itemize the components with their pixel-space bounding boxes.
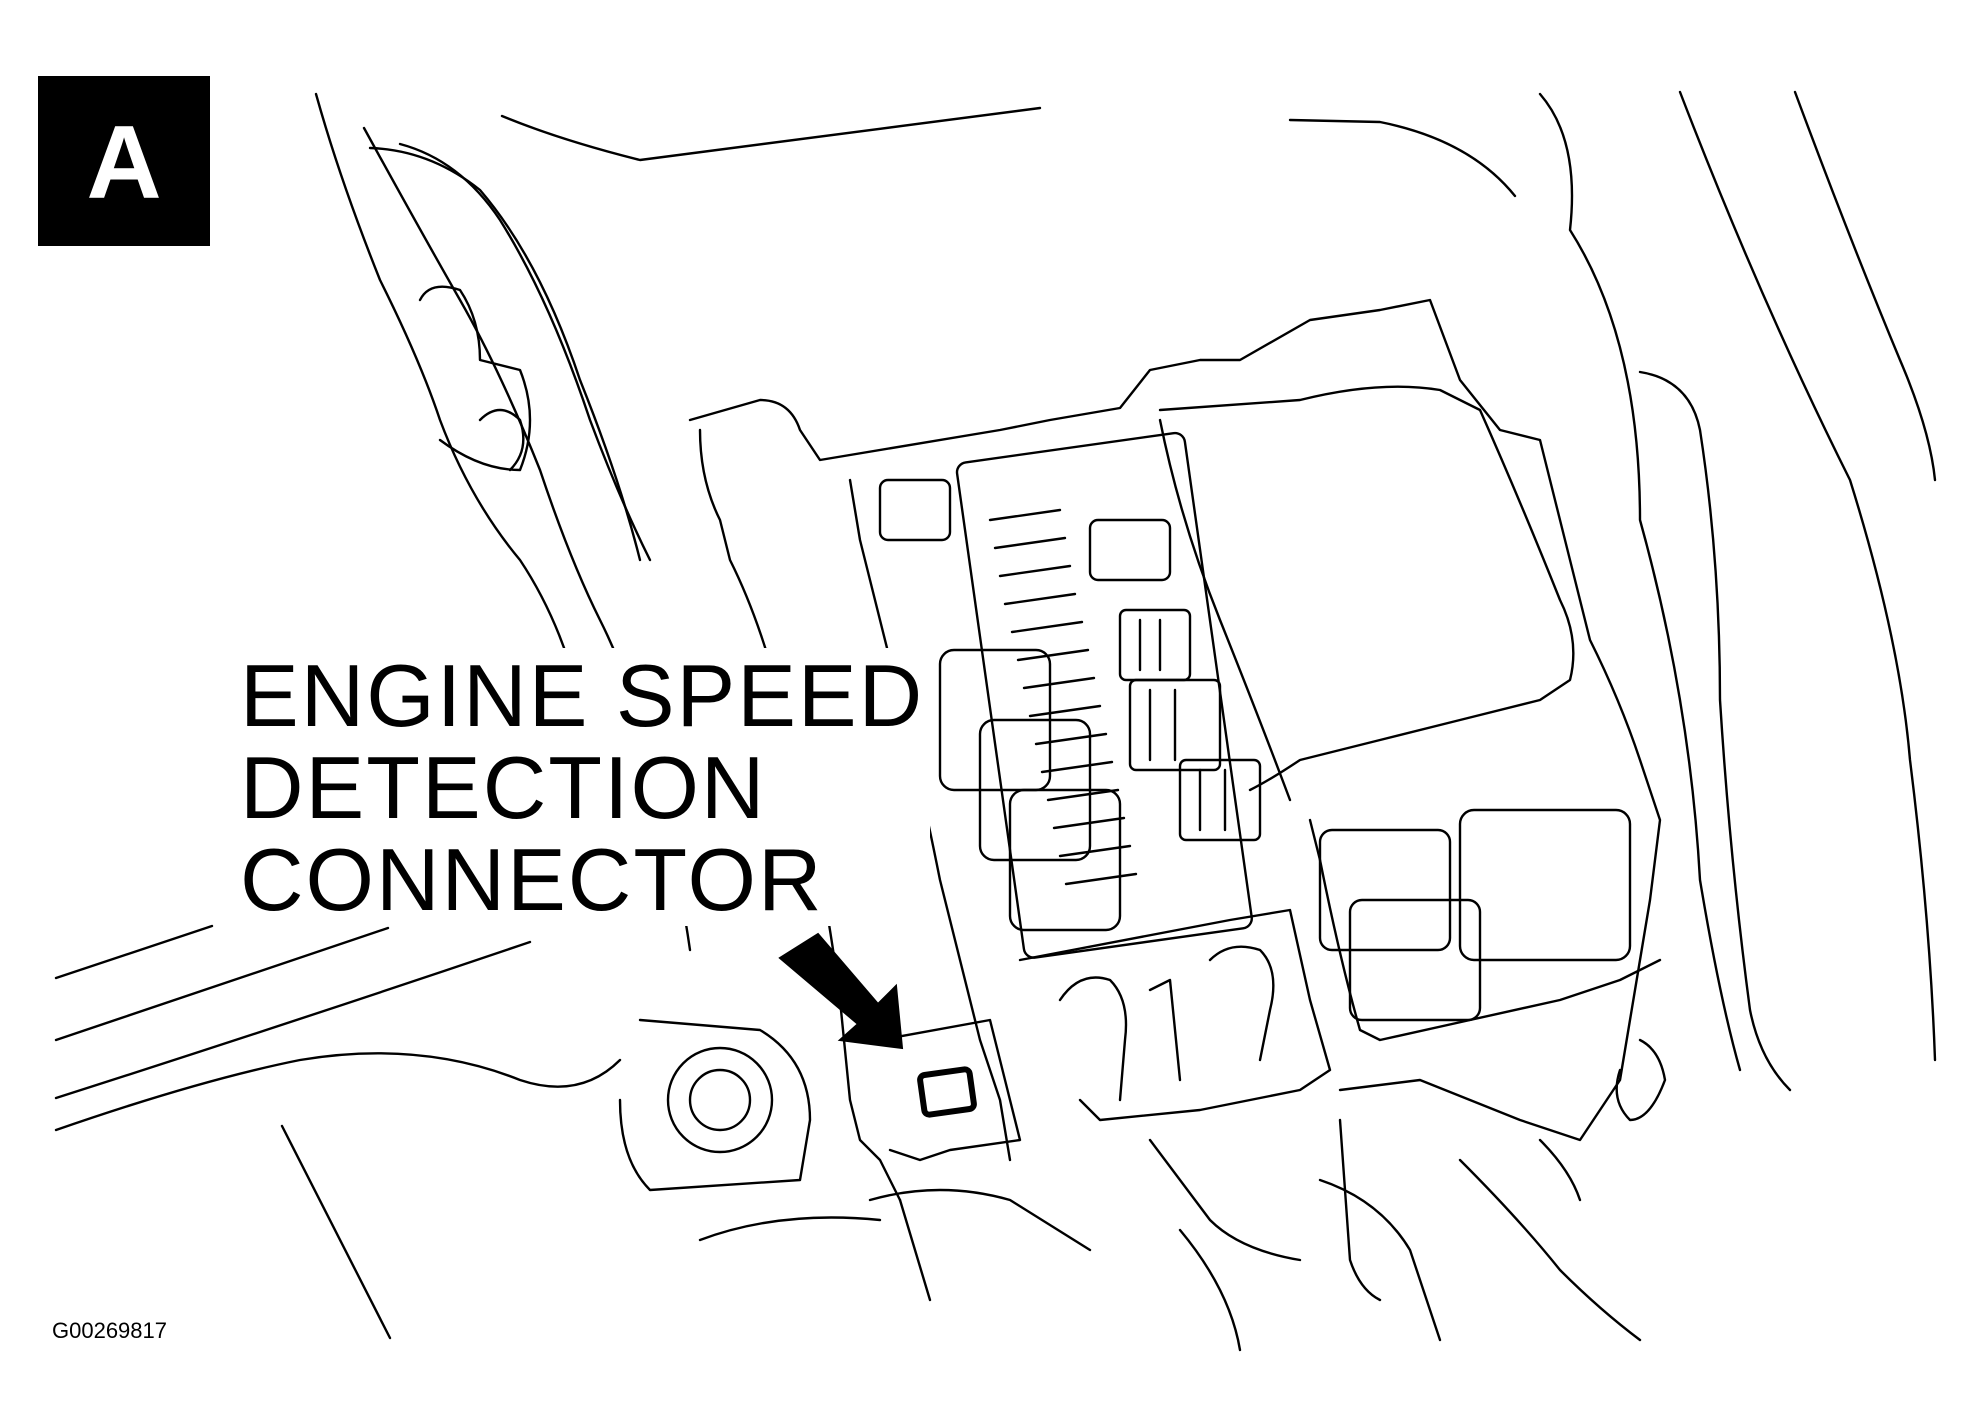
right-fender-curve-3 bbox=[1793, 90, 1937, 482]
inner-fender-line bbox=[1638, 370, 1792, 1092]
harness-line-5 bbox=[1318, 1178, 1442, 1342]
lower-left-line-4 bbox=[54, 1052, 622, 1132]
callout-line-2: DETECTION bbox=[240, 738, 767, 837]
fuse-slot-2 bbox=[1128, 678, 1222, 772]
callout-line-1: ENGINE SPEED bbox=[240, 646, 925, 745]
connector-icon bbox=[917, 1066, 977, 1118]
lower-left-line-3 bbox=[54, 940, 532, 1100]
hood-edge-line bbox=[500, 106, 1042, 162]
fuse-slot-3 bbox=[1178, 758, 1262, 842]
harness-line-10 bbox=[1615, 1038, 1667, 1122]
fuse-block-a bbox=[878, 478, 952, 542]
plug-3 bbox=[1148, 978, 1182, 1082]
lower-left-line-5 bbox=[280, 1124, 392, 1340]
harness-line-4 bbox=[1178, 1228, 1242, 1352]
harness-line-7 bbox=[1458, 1158, 1642, 1342]
fuse-column-frame bbox=[955, 431, 1253, 959]
harness-line-6 bbox=[1338, 1118, 1382, 1302]
callout-label: ENGINE SPEED DETECTION CONNECTOR bbox=[238, 646, 931, 929]
large-relay-block-front bbox=[1158, 418, 1292, 802]
left-rail-strip-b bbox=[398, 142, 652, 562]
relay-small-3 bbox=[1458, 808, 1632, 962]
large-relay-block bbox=[1158, 385, 1575, 792]
relay-small-1 bbox=[1318, 828, 1452, 952]
grommet-inner bbox=[688, 1068, 752, 1132]
grommet-outer bbox=[666, 1046, 774, 1154]
fuse-slot-1 bbox=[1118, 608, 1192, 682]
left-bracket-2 bbox=[478, 408, 525, 472]
right-fender-curve-1 bbox=[1538, 92, 1742, 1072]
lower-bay-frame bbox=[1018, 908, 1332, 1122]
lower-left-line-2 bbox=[54, 926, 390, 1042]
arrow-icon bbox=[778, 932, 904, 1050]
harness-line-9 bbox=[1148, 1138, 1302, 1262]
upper-body-curve bbox=[1288, 118, 1517, 198]
fuse-rungs bbox=[988, 508, 1138, 886]
left-rail-strip-a bbox=[368, 146, 642, 562]
harness-line-2 bbox=[898, 1198, 932, 1302]
fuse-block-d bbox=[1008, 788, 1122, 932]
fuse-slot-pins bbox=[1138, 618, 1227, 832]
view-badge: A bbox=[38, 76, 210, 246]
plug-1 bbox=[1058, 976, 1128, 1102]
figure-id: G00269817 bbox=[52, 1318, 167, 1343]
harness-line-3 bbox=[698, 1216, 882, 1242]
right-fender-curve-2 bbox=[1678, 90, 1937, 1062]
relay-cluster-frame bbox=[1308, 818, 1662, 1042]
lower-left-line-1 bbox=[54, 924, 214, 980]
fuse-block-e bbox=[1088, 518, 1172, 582]
callout-line-3: CONNECTOR bbox=[240, 830, 824, 929]
harness-line-8 bbox=[1538, 1138, 1582, 1202]
plug-2 bbox=[1208, 945, 1275, 1062]
connector-bracket bbox=[878, 1018, 1022, 1162]
view-letter: A bbox=[86, 105, 162, 221]
relay-box-outer bbox=[688, 298, 1662, 1142]
harness-line-1 bbox=[868, 1188, 1092, 1252]
grommet-base bbox=[618, 1018, 812, 1192]
left-bracket bbox=[418, 285, 532, 472]
